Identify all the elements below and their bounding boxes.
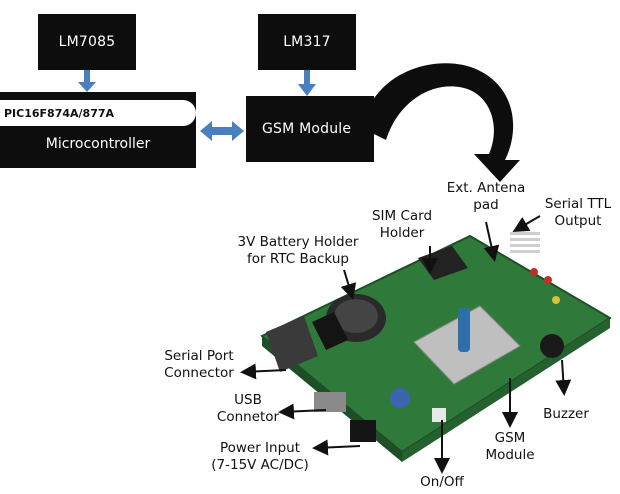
- pointer-buzzer: [555, 359, 572, 396]
- mcu-caption: Microcontroller: [45, 136, 151, 152]
- down-arrow-lm7085: [78, 70, 96, 92]
- antenna-coil-icon: [458, 308, 470, 352]
- usb-port-icon: [314, 392, 346, 412]
- gsm-module-callout: GSM Module: [485, 430, 535, 463]
- microcontroller-block: PIC16F874A/877A Microcontroller: [0, 92, 196, 168]
- serial-ttl-callout: Serial TTL Output: [544, 196, 612, 229]
- battery-holder-callout: 3V Battery Holder for RTC Backup: [237, 234, 359, 267]
- gsm-module-label: GSM Module: [262, 121, 352, 137]
- pcb-board: [260, 232, 612, 462]
- lm7085-block: LM7085: [38, 14, 136, 70]
- capacitor-icon: [390, 388, 410, 408]
- mcu-part-strip: PIC16F874A/877A: [0, 100, 196, 126]
- pointer-ext-antena: [483, 221, 500, 262]
- mcu-part-label: PIC16F874A/877A: [4, 106, 115, 120]
- gsm-module-block: GSM Module: [246, 96, 374, 162]
- on-off-callout: On/Off: [420, 474, 464, 490]
- pointer-battery: [340, 269, 357, 300]
- serial-port-callout: Serial Port Connector: [164, 348, 234, 381]
- lm317-label: LM317: [283, 34, 331, 50]
- sim-card-callout: SIM Card Holder: [371, 208, 433, 241]
- pointer-serial-port: [240, 363, 287, 380]
- serial-port-icon: [266, 316, 318, 372]
- pointer-usb: [278, 403, 327, 420]
- lm7085-label: LM7085: [58, 34, 116, 50]
- down-arrow-lm317: [298, 70, 316, 96]
- usb-callout: USB Connetor: [216, 392, 280, 425]
- ext-antena-callout: Ext. Antena pad: [446, 180, 526, 213]
- pointer-power: [312, 439, 361, 456]
- bidirectional-arrow: [200, 121, 244, 141]
- switch-icon: [432, 408, 446, 422]
- curved-arrow: [362, 63, 520, 182]
- buzzer-icon: [540, 334, 564, 358]
- buzzer-callout: Buzzer: [543, 406, 589, 422]
- power-input-callout: Power Input (7-15V AC/DC): [211, 440, 309, 473]
- lm317-block: LM317: [258, 14, 356, 70]
- pointer-serial-ttl: [512, 215, 541, 233]
- power-jack-icon: [350, 420, 376, 442]
